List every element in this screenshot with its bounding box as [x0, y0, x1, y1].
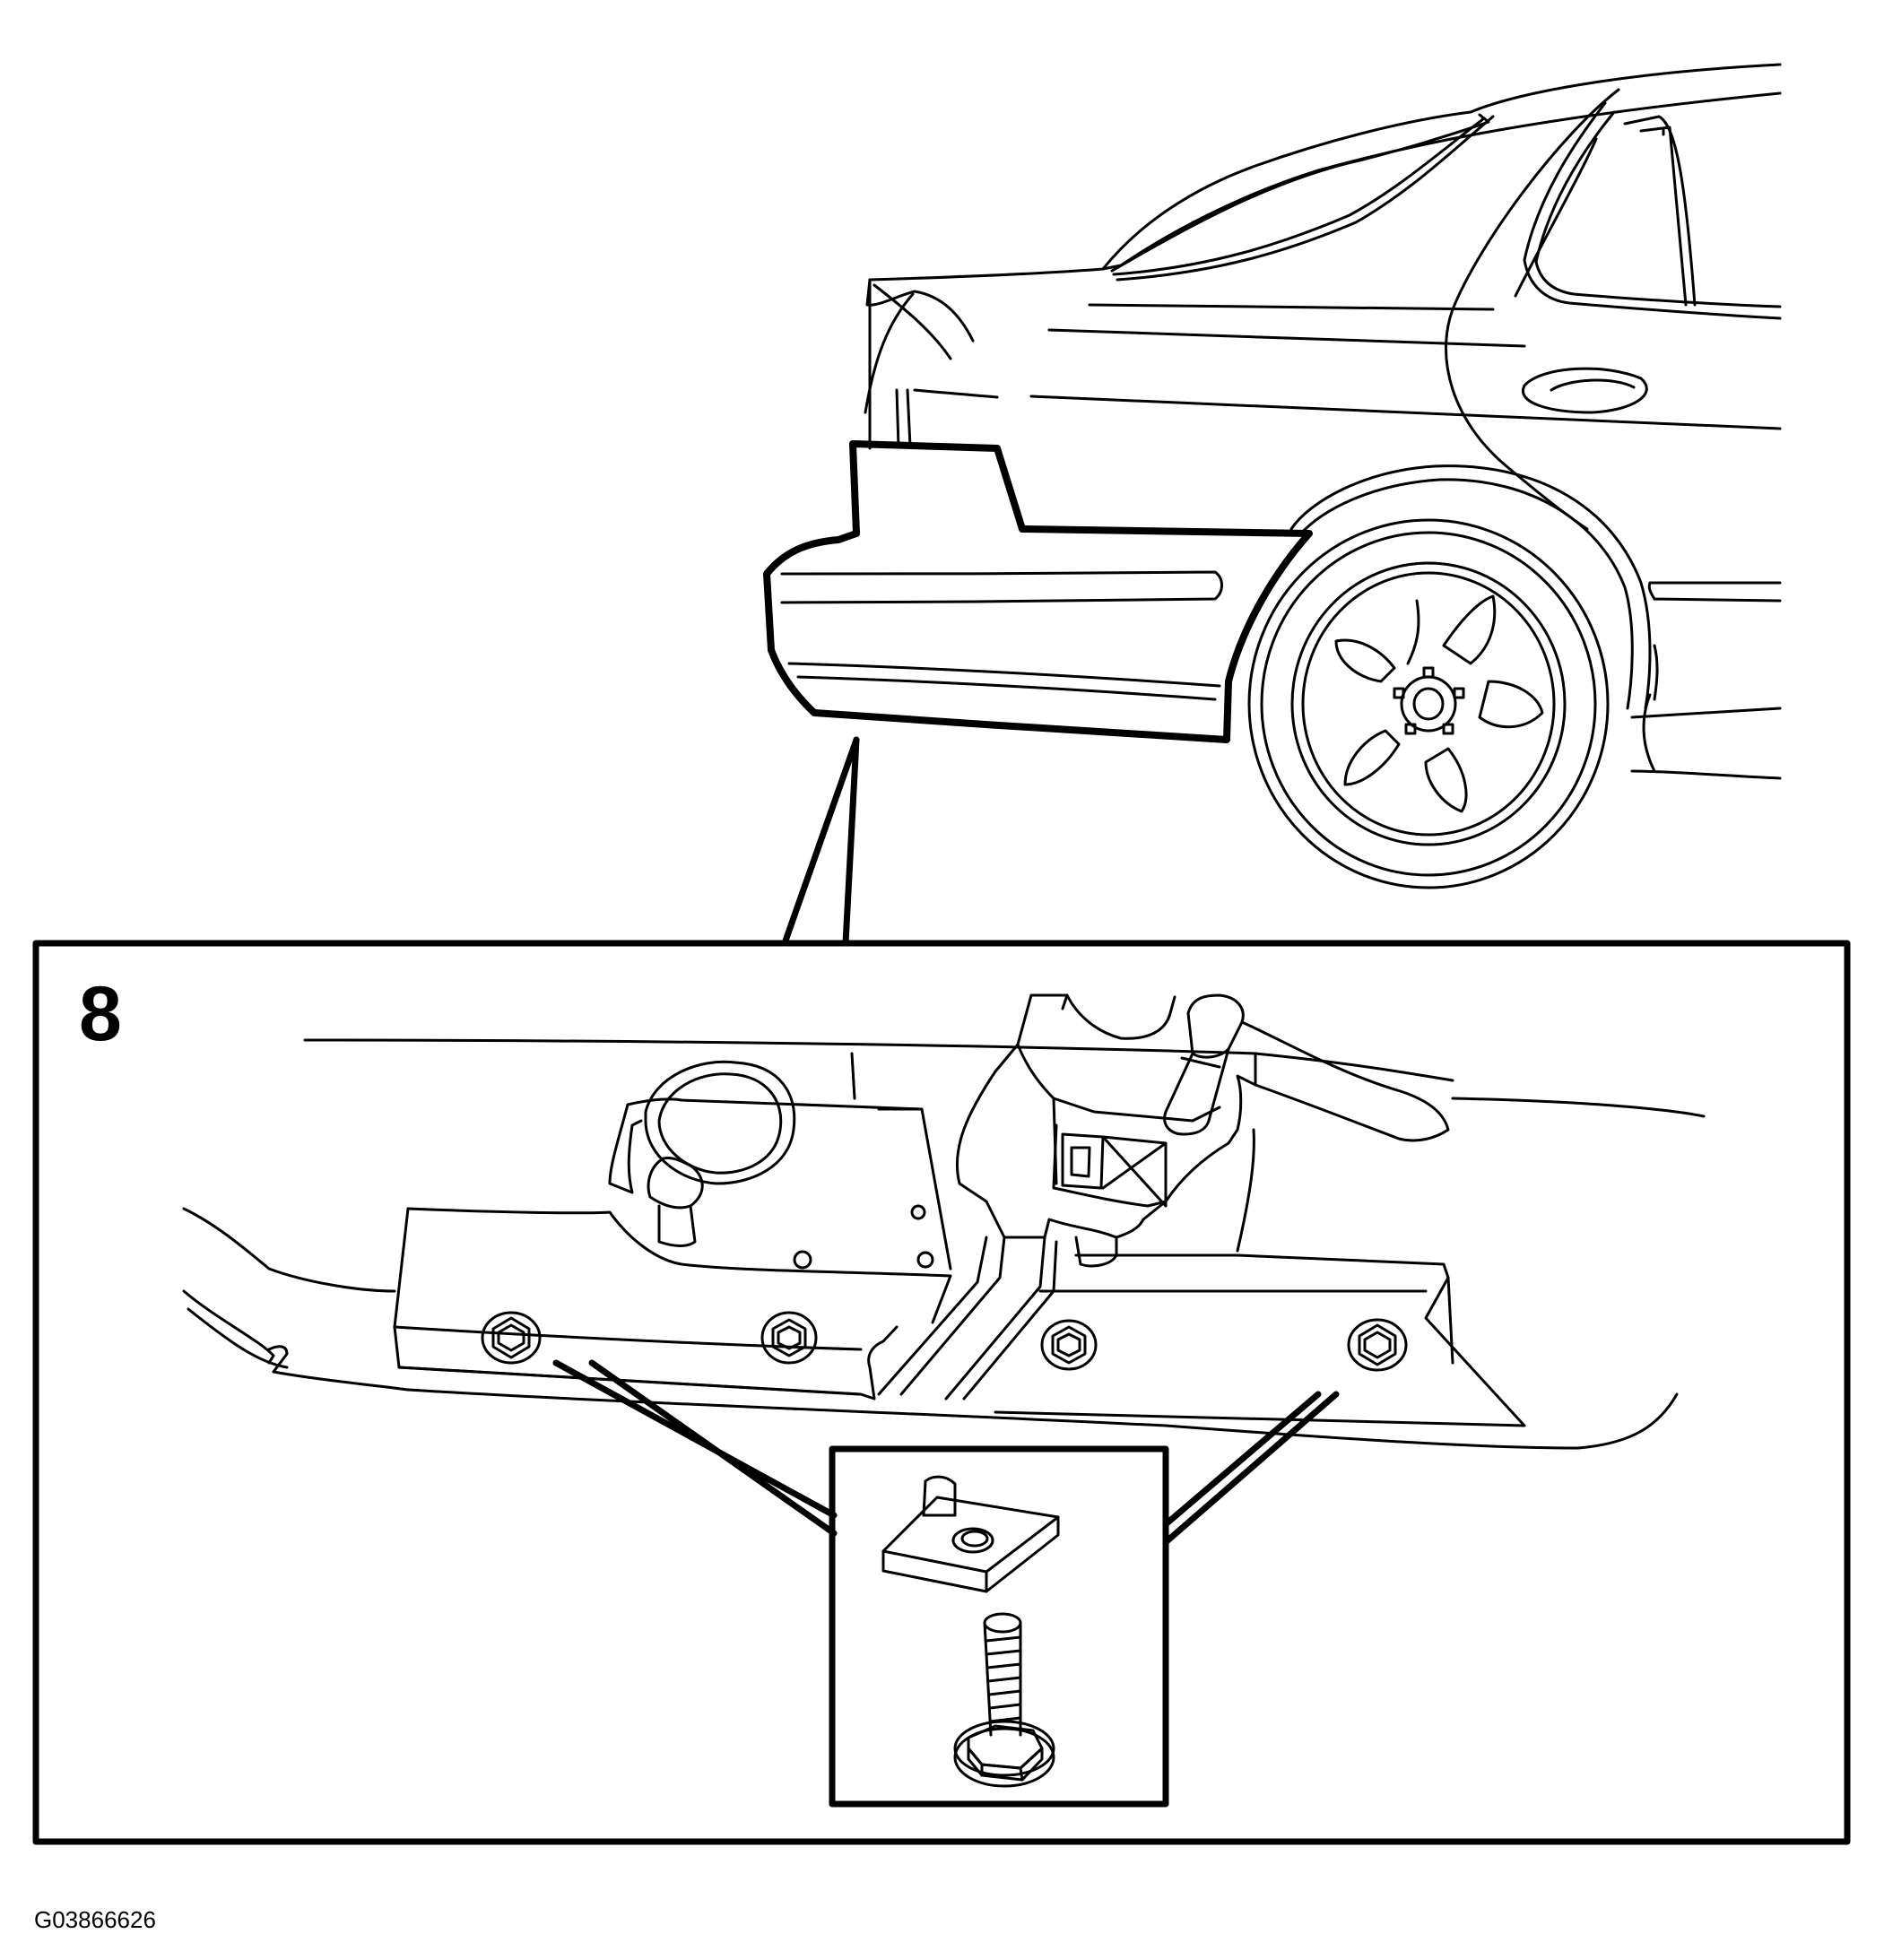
- rear-window-edge: [868, 267, 1105, 282]
- step-number: 8: [79, 971, 122, 1057]
- detail-inset-frame: [32, 940, 1851, 1845]
- bumper-mounting-bracket: [182, 993, 1706, 1450]
- bumper-outline: [763, 440, 1313, 743]
- rear-bumper-highlight: [763, 440, 1313, 743]
- figure-code: G03866626: [34, 1906, 156, 1933]
- bolt-callout-lines: [552, 1359, 1340, 1546]
- fastener-detail-frame: [829, 1445, 1169, 1808]
- fuel-door: [1521, 367, 1648, 414]
- hex-flange-bolt-icon: [953, 1612, 1055, 1788]
- bracket-bolts: [481, 1311, 1408, 1372]
- callout-pointer: [781, 736, 860, 947]
- flange-bolt-icon: [481, 1311, 542, 1365]
- car-rear-quarter-illustration: [864, 63, 1782, 780]
- wheel-illustration: [1247, 518, 1610, 889]
- clip-nut-icon: [881, 1475, 1060, 1593]
- wheel-arch: [1289, 464, 1652, 710]
- rear-door-window: [1523, 101, 1782, 320]
- door-edge: [1445, 88, 1620, 531]
- tail-light: [895, 388, 999, 448]
- flange-bolt-icon: [1347, 1318, 1408, 1372]
- flange-bolt-icon: [1040, 1319, 1098, 1371]
- trunk-lid: [865, 278, 975, 343]
- flange-bolt-icon: [760, 1311, 818, 1365]
